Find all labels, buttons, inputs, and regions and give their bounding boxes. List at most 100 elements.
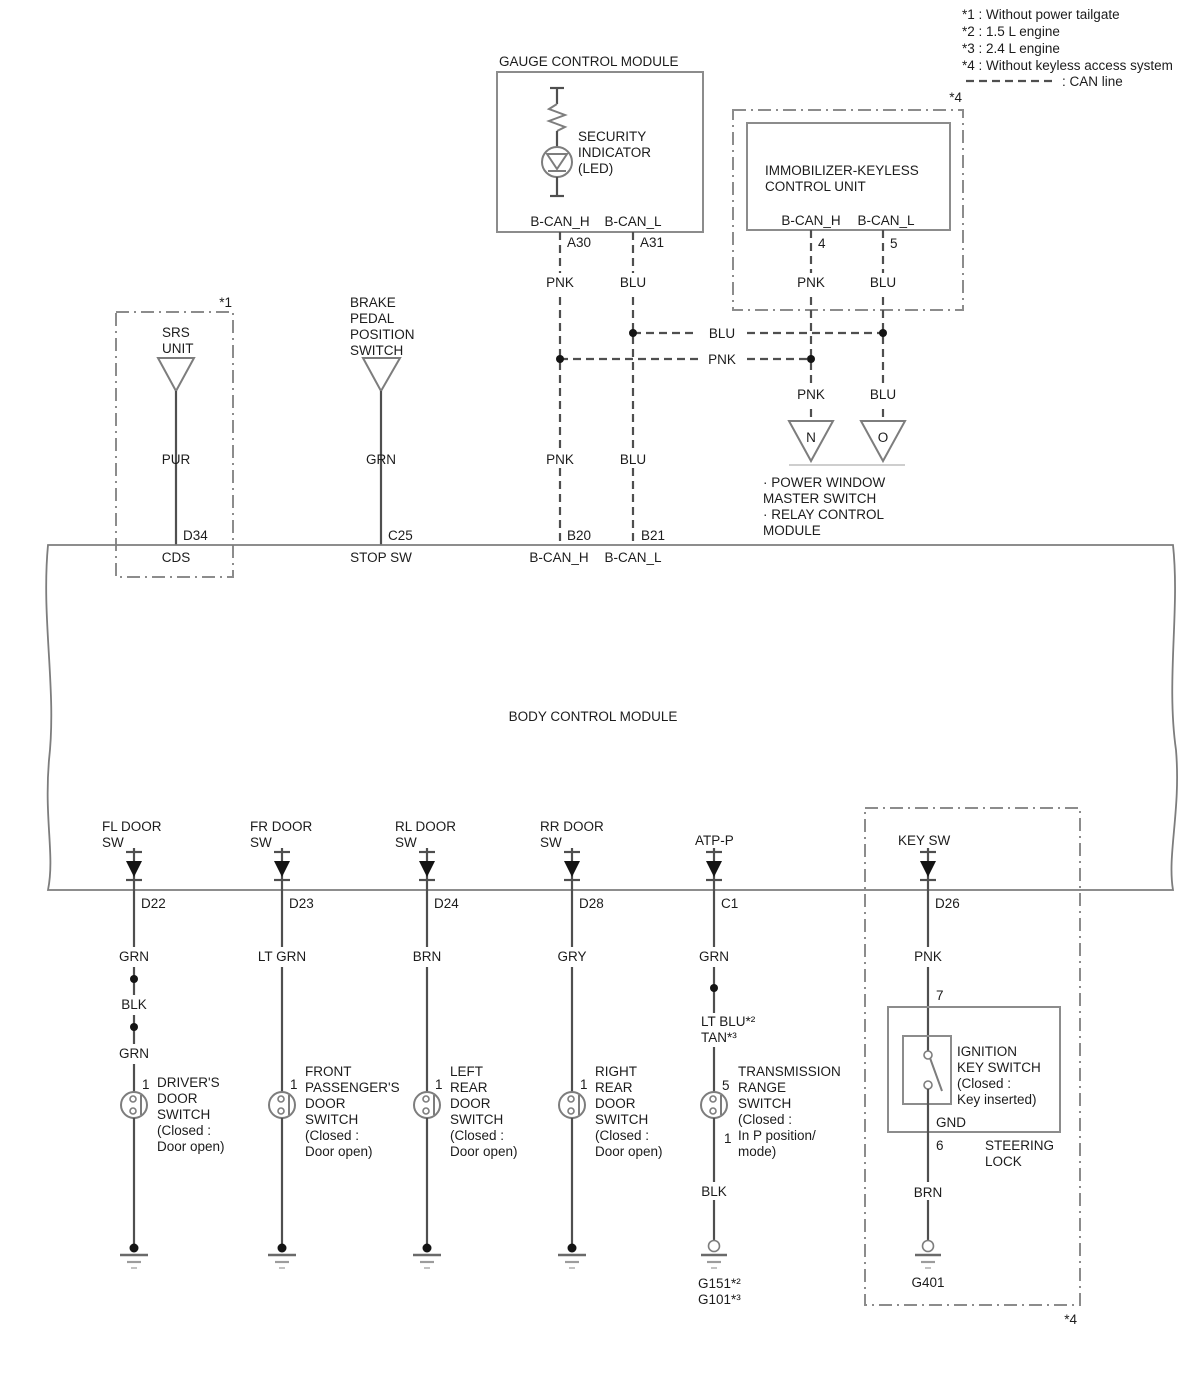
fr-device-label-5: (Closed : — [305, 1128, 359, 1143]
brake-name-4: SWITCH — [350, 343, 403, 358]
security-indicator-label-2: INDICATOR — [578, 145, 651, 160]
atp-wire-variant-1: LT BLU*² — [701, 1014, 756, 1029]
atp-wire-grn: GRN — [699, 949, 729, 964]
legend: *1 : Without power tailgate *2 : 1.5 L e… — [962, 7, 1173, 89]
brake-pin-c25: C25 — [388, 528, 413, 543]
ground-icon — [120, 1243, 148, 1269]
diode-icon — [274, 848, 290, 890]
splice-dot — [130, 975, 138, 983]
bcm-box — [45, 544, 1178, 891]
junction-dot — [629, 329, 637, 337]
brake-name-2: PEDAL — [350, 311, 395, 326]
security-indicator-label-1: SECURITY — [578, 129, 646, 144]
security-indicator-label-3: (LED) — [578, 161, 613, 176]
immobilizer-pin-5: 5 — [890, 236, 898, 251]
srs-connector-icon — [156, 357, 196, 394]
wire-label-pnk-imm: PNK — [797, 275, 825, 290]
ground-icon — [268, 1243, 296, 1269]
wire-label-pnk-b20: PNK — [546, 452, 574, 467]
srs-name-2: UNIT — [162, 341, 194, 356]
legend-note-1: *1 : Without power tailgate — [962, 7, 1120, 22]
fr-door-column: LT GRN 1 FRONT PASSENGER'S DOOR SWITCH (… — [258, 890, 400, 1269]
legend-note-3: *3 : 2.4 L engine — [962, 41, 1060, 56]
atp-wire-variant-2: TAN*³ — [701, 1030, 737, 1045]
legend-can-line: : CAN line — [1062, 74, 1123, 89]
bcm-rl-door-label-2: SW — [395, 835, 417, 850]
key-pin-6: 6 — [936, 1138, 944, 1153]
bcm-pin-d26: D26 — [935, 896, 960, 911]
rr-switch-pin: 1 — [580, 1077, 588, 1092]
door-switch-icon — [268, 1091, 296, 1119]
bcm-fl-door-label-1: FL DOOR — [102, 819, 162, 834]
rr-device-label-6: Door open) — [595, 1144, 663, 1159]
bcm-pin-stopsw: STOP SW — [350, 550, 412, 565]
fr-wire-ltgrn: LT GRN — [258, 949, 306, 964]
diode-icon — [920, 848, 936, 890]
brake-pedal-position-switch: BRAKE PEDAL POSITION SWITCH GRN C25 STOP… — [350, 295, 415, 565]
immobilizer-box — [746, 122, 951, 231]
immobilizer-name-1: IMMOBILIZER-KEYLESS — [765, 163, 919, 178]
rr-device-label-5: (Closed : — [595, 1128, 649, 1143]
bcm-bcanh-name: B-CAN_H — [529, 550, 588, 565]
bcm-rr-door-label-1: RR DOOR — [540, 819, 604, 834]
bcm-pin-c1: C1 — [721, 896, 738, 911]
key-device-label-2: KEY SWITCH — [957, 1060, 1041, 1075]
connector-n-icon — [787, 420, 835, 464]
legend-note-2: *2 : 1.5 L engine — [962, 24, 1060, 39]
connector-n-label: N — [806, 430, 816, 445]
key-pin-7: 7 — [936, 988, 944, 1003]
wire-label-blu-pw: BLU — [870, 387, 896, 402]
steering-lock-label-1: STEERING — [985, 1138, 1054, 1153]
fr-device-label-3: DOOR — [305, 1096, 346, 1111]
key-wire-brn: BRN — [914, 1185, 943, 1200]
fr-device-label-6: Door open) — [305, 1144, 373, 1159]
door-switch-icon — [413, 1091, 441, 1119]
fl-device-label-2: DOOR — [157, 1091, 198, 1106]
power-window-caption-4: MODULE — [763, 523, 821, 538]
bcm-pin-cds: CDS — [162, 550, 191, 565]
wire-label-pnk-pw: PNK — [797, 387, 825, 402]
diode-icon — [706, 848, 722, 890]
fr-device-label-1: FRONT — [305, 1064, 352, 1079]
atp-device-label-1: TRANSMISSION — [738, 1064, 841, 1079]
atp-switch-pin-5: 5 — [722, 1078, 730, 1093]
fl-device-label-5: Door open) — [157, 1139, 225, 1154]
key-ground-g401: G401 — [911, 1275, 944, 1290]
rr-wire-gry: GRY — [557, 949, 586, 964]
steering-lock-label-2: LOCK — [985, 1154, 1022, 1169]
wire-label-blu-b21: BLU — [620, 452, 646, 467]
rl-device-label-2: REAR — [450, 1080, 488, 1095]
atp-ground-g151: G151*² — [698, 1276, 741, 1291]
fl-wire-blk: BLK — [121, 997, 147, 1012]
srs-name-1: SRS — [162, 325, 190, 340]
junction-dot — [807, 355, 815, 363]
keysw-variant-box — [864, 807, 1081, 1306]
rl-wire-brn: BRN — [413, 949, 442, 964]
steering-lock-box — [887, 1006, 1061, 1133]
fl-switch-pin: 1 — [142, 1077, 150, 1092]
key-device-label-4: Key inserted) — [957, 1092, 1037, 1107]
rr-device-label-1: RIGHT — [595, 1064, 637, 1079]
srs-variant-note: *1 — [219, 295, 232, 310]
power-window-caption-3: · RELAY CONTROL — [763, 507, 885, 522]
immobilizer-variant-box — [732, 109, 964, 311]
key-switch-column: *4 PNK 7 IGNITION KEY SWITCH (Closed : K… — [864, 807, 1081, 1327]
bcm-rr-door-label-2: SW — [540, 835, 562, 850]
can-bus-wires: PNK BLU PNK BLU BLU PNK PNK BLU — [546, 230, 896, 545]
rl-switch-pin: 1 — [435, 1077, 443, 1092]
immobilizer-bcanh-name: B-CAN_H — [781, 213, 840, 228]
ground-icon — [915, 1239, 941, 1269]
fr-device-label-4: SWITCH — [305, 1112, 358, 1127]
fl-wire-grn-2: GRN — [119, 1046, 149, 1061]
gauge-module-title: GAUGE CONTROL MODULE — [499, 54, 679, 69]
bcm-fr-door-label-1: FR DOOR — [250, 819, 312, 834]
fl-door-column: GRN BLK GRN 1 DRIVER'S DOOR SWITCH (Clos… — [119, 890, 225, 1269]
bcm-atp-label: ATP-P — [695, 833, 734, 848]
immobilizer-variant-note: *4 — [949, 90, 962, 105]
rr-door-column: GRY 1 RIGHT REAR DOOR SWITCH (Closed : D… — [557, 890, 663, 1269]
door-switch-icon — [120, 1091, 148, 1119]
atp-device-label-3: SWITCH — [738, 1096, 791, 1111]
srs-wire-color: PUR — [162, 452, 191, 467]
fl-device-label-3: SWITCH — [157, 1107, 210, 1122]
rl-door-column: BRN 1 LEFT REAR DOOR SWITCH (Closed : Do… — [413, 890, 518, 1269]
